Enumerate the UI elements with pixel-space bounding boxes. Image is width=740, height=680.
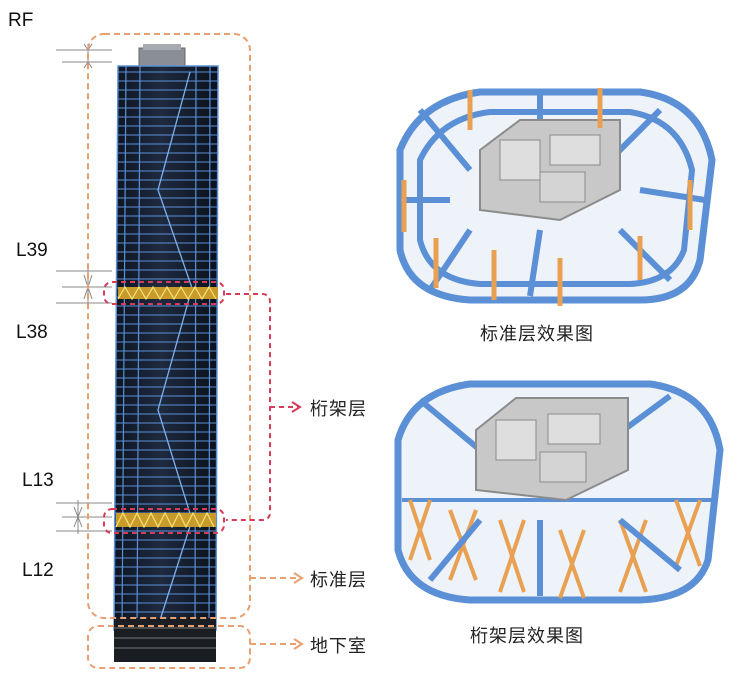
truss-floor-render xyxy=(394,380,724,604)
basement-zone-frame xyxy=(87,625,251,669)
truss-core-walls xyxy=(475,397,629,502)
callouts xyxy=(87,33,304,669)
standard-floor-render xyxy=(396,88,716,306)
level-label-l38: L38 xyxy=(16,322,48,343)
level-label-l12: L12 xyxy=(22,560,54,581)
basement-floor-lines xyxy=(114,627,216,649)
level-label-l39: L39 xyxy=(16,240,48,261)
level-label-rf: RF xyxy=(8,10,34,31)
caption-standard-render: 标准层效果图 xyxy=(480,324,594,345)
standard-columns xyxy=(401,88,693,306)
truss-frame-lower xyxy=(103,508,225,534)
standard-core-walls xyxy=(479,119,621,222)
truss-frame-upper xyxy=(103,281,225,305)
truss-band-lower-zigzag xyxy=(115,511,215,529)
truss-band-upper-zigzag xyxy=(117,285,217,301)
zone-label-standard: 标准层 xyxy=(310,570,367,591)
truss-diagonals xyxy=(408,499,702,599)
standard-zone-frame xyxy=(87,33,251,619)
basement-block xyxy=(114,618,216,662)
tower-floor-lines xyxy=(114,71,218,613)
tower-elevation xyxy=(113,44,219,662)
caption-truss-render: 桁架层效果图 xyxy=(470,626,584,647)
tower-columns xyxy=(121,65,211,631)
zone-label-truss: 桁架层 xyxy=(310,399,367,420)
tower-bracing xyxy=(157,71,193,621)
zone-label-basement: 地下室 xyxy=(310,636,367,657)
roof-machine-room-top xyxy=(143,44,181,50)
truss-bracket xyxy=(226,293,271,521)
level-label-l13: L13 xyxy=(22,470,54,491)
level-markers xyxy=(56,43,112,534)
tower-body xyxy=(113,65,219,631)
roof-machine-room xyxy=(138,47,186,67)
